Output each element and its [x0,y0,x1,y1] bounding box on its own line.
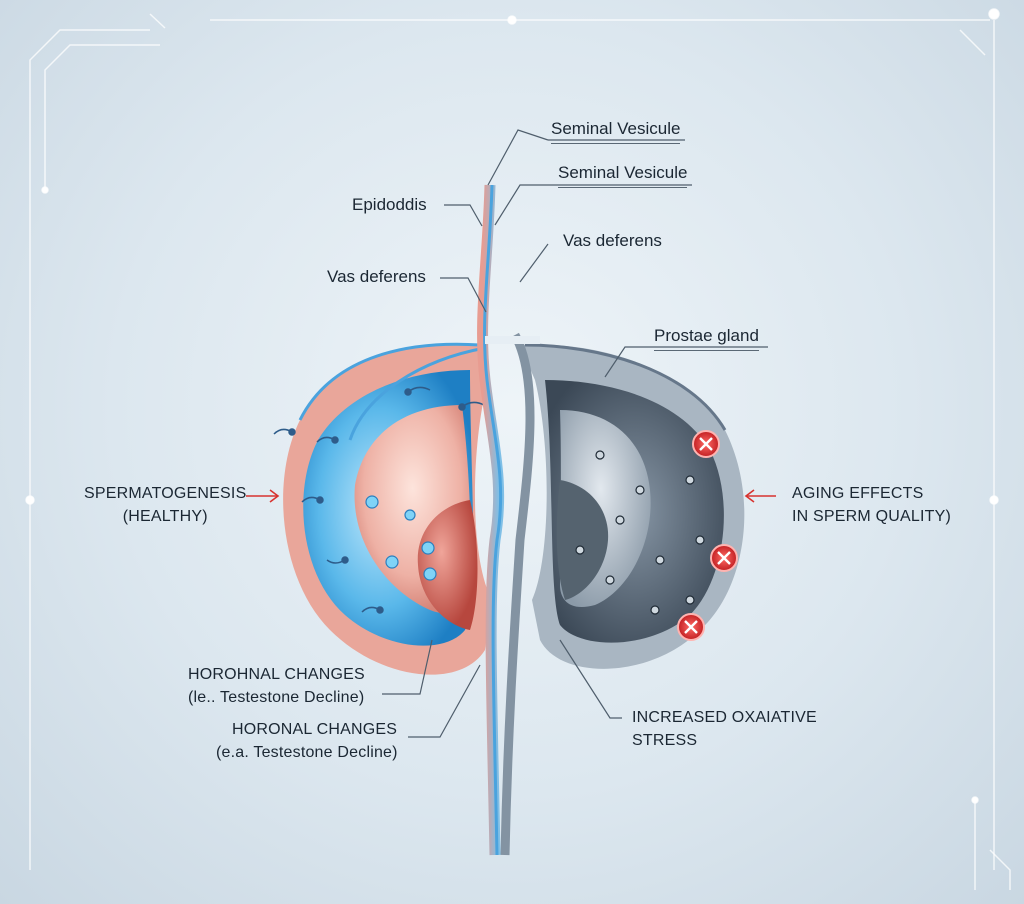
arrow-left-icon [744,489,776,503]
vas-deferens-label-left: Vas deferens [327,267,426,286]
leader-lines [382,129,768,738]
oxidative-stress-label: INCREASED OXAIATIVE STRESS [632,706,817,752]
x-circle-icon [710,544,738,572]
epididymis-label: Epidoddis [352,195,427,214]
arrow-right-icon [246,489,280,503]
hormonal-changes-label-1: HOROHNAL CHANGES (le.. Testestone Declin… [188,663,365,709]
aging-effects-line-2: IN SPERM QUALITY) [792,508,951,525]
vas-deferens-label-right: Vas deferens [563,231,662,250]
spermatogenesis-label: SPERMATOGENESIS (HEALTHY) [84,482,246,528]
spermatogenesis-line-2: (HEALTHY) [122,508,208,525]
oxidative-stress-line-2: STRESS [632,732,698,749]
circuit-frame [25,8,1011,890]
hormonal-changes-1-line-2: (le.. Testestone Decline) [188,689,365,706]
aged-testis [520,343,745,669]
spermatogenesis-line-1: SPERMATOGENESIS [84,485,247,502]
prostate-gland-label: Prostae gland [654,325,759,351]
hormonal-changes-2-line-1: HORONAL CHANGES [232,721,398,738]
oxidative-stress-line-1: INCREASED OXAIATIVE [632,709,817,726]
hormonal-changes-1-line-1: HOROHNAL CHANGES [188,666,365,683]
x-circle-icon [677,613,705,641]
seminal-vesicule-label-2: Seminal Vesicule [558,162,688,188]
seminal-vesicule-label-1: Seminal Vesicule [551,118,681,144]
aging-effects-label: AGING EFFECTS IN SPERM QUALITY) [792,482,951,528]
x-circle-icon [692,430,720,458]
healthy-testis [273,342,492,675]
vas-deferens-tubes [477,184,540,856]
aging-effects-line-1: AGING EFFECTS [792,485,924,502]
hormonal-changes-label-2: HORONAL CHANGES (e.a. Testestone Decline… [216,718,398,764]
hormonal-changes-2-line-2: (e.a. Testestone Decline) [216,744,398,761]
